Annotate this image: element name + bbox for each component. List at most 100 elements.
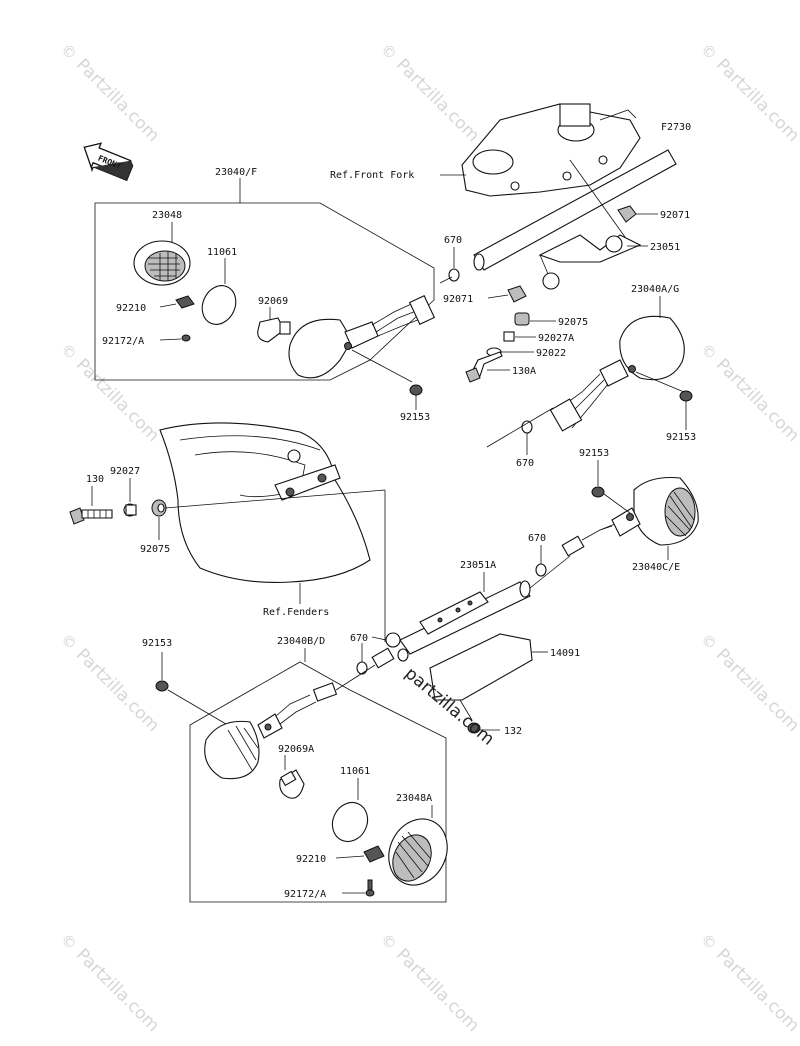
label-23040AG: 23040A/G: [631, 284, 679, 295]
ref-front-fork-label: Ref.Front Fork: [330, 170, 414, 181]
clip-92210-lower: [363, 845, 385, 863]
o-ring-670-bar-end: [371, 632, 409, 669]
kit-box-23040BD: [189, 648, 447, 903]
label-23040F: 23040/F: [215, 167, 257, 178]
bulb-92069: [257, 317, 291, 343]
label-132: 132: [504, 726, 522, 737]
o-ring-670-lower: [356, 661, 368, 675]
label-23051: 23051: [650, 242, 680, 253]
svg-text:Partzilla.com: Partzilla.com: [72, 55, 163, 146]
screw-92153-upper: [409, 384, 423, 396]
turn-signal-housing-23040CE: [599, 476, 699, 546]
cover-14091: [429, 633, 533, 721]
svg-text:©: ©: [697, 40, 720, 63]
callout-labels: 23040/F 23048 11061 92210 92172/A 92069 …: [86, 167, 696, 900]
label-92210: 92210: [296, 854, 326, 865]
svg-text:©: ©: [377, 40, 400, 63]
svg-text:©: ©: [697, 930, 720, 953]
front-fender: [159, 422, 371, 583]
label-92075: 92075: [558, 317, 588, 328]
gasket-11061-lower: [331, 801, 369, 843]
turn-signal-housing-upper: [288, 295, 436, 379]
collar-92027: [123, 503, 137, 517]
label-23040CE: 23040C/E: [632, 562, 680, 573]
label-130: 130: [86, 474, 104, 485]
diagram-code: F2730: [661, 122, 691, 133]
svg-text:©: ©: [697, 630, 720, 653]
label-670: 670: [350, 633, 368, 644]
o-ring-670-right-upper: [521, 420, 533, 434]
watermark: © Partzilla.com: [57, 930, 163, 1036]
label-11061: 11061: [340, 766, 370, 777]
turn-signal-housing-23040AG: [549, 315, 685, 432]
bulb-92069A: [279, 769, 305, 799]
svg-text:Partzilla.com: Partzilla.com: [712, 55, 800, 146]
label-92172A: 92172/A: [284, 889, 326, 900]
grommet-92071-upper: [617, 205, 637, 223]
label-92153: 92153: [142, 638, 172, 649]
label-670: 670: [444, 235, 462, 246]
svg-text:Partzilla.com: Partzilla.com: [72, 645, 163, 736]
watermark: © Partzilla.com: [57, 340, 163, 446]
label-92027: 92027: [110, 466, 140, 477]
label-92071: 92071: [443, 294, 473, 305]
watermark: © Partzilla.com: [697, 40, 800, 146]
clip-92210-upper: [175, 295, 195, 309]
lens-23048A: [388, 818, 448, 886]
label-11061: 11061: [207, 247, 237, 258]
screw-92153-lower-left: [155, 680, 169, 692]
grommet-92075-fender: [151, 499, 167, 517]
watermark: © Partzilla.com: [697, 340, 800, 446]
label-670: 670: [528, 533, 546, 544]
svg-text:Partzilla.com: Partzilla.com: [712, 945, 800, 1036]
turn-signal-bar-23051: [473, 149, 677, 290]
watermark: © Partzilla.com: [377, 40, 483, 146]
svg-text:Partzilla.com: Partzilla.com: [712, 645, 800, 736]
svg-text:©: ©: [697, 340, 720, 363]
label-92153: 92153: [666, 432, 696, 443]
collar-92027A: [503, 331, 515, 342]
grommet-92071-lower: [507, 285, 527, 303]
kit-box-23040F: [94, 178, 435, 381]
label-92172A: 92172/A: [102, 336, 144, 347]
label-92210: 92210: [116, 303, 146, 314]
label-92027A: 92027A: [538, 333, 574, 344]
label-92022: 92022: [536, 348, 566, 359]
screw-92153-right-upper: [679, 390, 693, 402]
label-92153: 92153: [579, 448, 609, 459]
label-92153: 92153: [400, 412, 430, 423]
o-ring-670-upper: [448, 268, 460, 282]
turn-signal-housing-lower: [204, 682, 338, 780]
bolt-130: [69, 507, 113, 525]
label-23040BD: 23040B/D: [277, 636, 325, 647]
label-92075: 92075: [140, 544, 170, 555]
svg-text:Partzilla.com: Partzilla.com: [392, 55, 483, 146]
svg-text:©: ©: [57, 930, 80, 953]
watermark-layer: © Partzilla.com © Partzilla.com © Partzi…: [57, 40, 800, 1036]
lens-23048: [133, 240, 191, 286]
label-23048A: 23048A: [396, 793, 432, 804]
label-92069: 92069: [258, 296, 288, 307]
svg-text:©: ©: [57, 40, 80, 63]
front-fork-bracket: [461, 103, 641, 197]
screw-92172A-upper: [181, 334, 191, 342]
turn-signal-bar-23051A: [399, 580, 531, 655]
label-92069A: 92069A: [278, 744, 314, 755]
bolt-130A: [465, 351, 503, 383]
svg-text:Partzilla.com: Partzilla.com: [72, 355, 163, 446]
svg-text:Partzilla.com: Partzilla.com: [72, 945, 163, 1036]
connector-center: [561, 523, 616, 557]
watermark: © Partzilla.com: [697, 630, 800, 736]
svg-text:©: ©: [57, 630, 80, 653]
label-670: 670: [516, 458, 534, 469]
svg-text:Partzilla.com: Partzilla.com: [712, 355, 800, 446]
label-23048: 23048: [152, 210, 182, 221]
label-23051A: 23051A: [460, 560, 496, 571]
o-ring-670-center: [535, 563, 547, 577]
front-arrow-badge: FRONT: [83, 142, 134, 182]
svg-text:©: ©: [57, 340, 80, 363]
label-14091: 14091: [550, 648, 580, 659]
label-92071: 92071: [660, 210, 690, 221]
